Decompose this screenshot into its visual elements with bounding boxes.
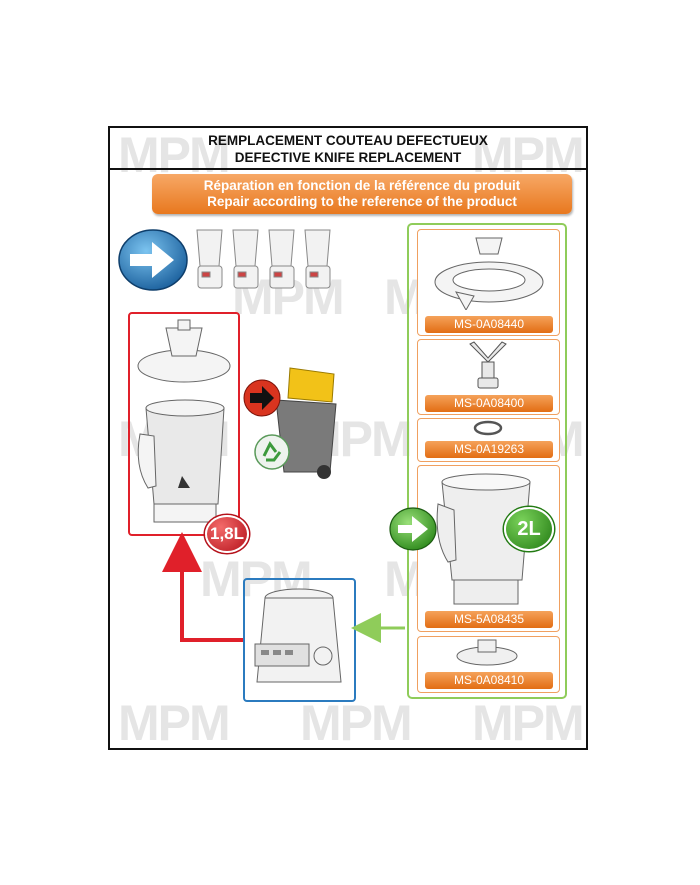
- watermark: MPM: [118, 695, 231, 751]
- coupler-illustration: [456, 639, 518, 666]
- watermark: MPM: [300, 695, 413, 751]
- watermark: MPM: [472, 127, 585, 183]
- part-ref-seal: MS-0A19263: [425, 441, 553, 458]
- instruction-banner: Réparation en fonction de la référence d…: [152, 174, 572, 214]
- banner-english: Repair according to the reference of the…: [207, 194, 517, 209]
- knife-illustration: [469, 341, 507, 389]
- blue-arrow-icon: [118, 229, 188, 291]
- part-ref-jug: MS-5A08435: [425, 611, 553, 628]
- part-ref-coupler: MS-0A08410: [425, 672, 553, 689]
- old-jug-illustration: [137, 319, 231, 523]
- green-arrow-icon: [389, 507, 437, 551]
- page-title: REMPLACEMENT COUTEAU DEFECTUEUX DEFECTIV…: [110, 128, 586, 170]
- title-english: DEFECTIVE KNIFE REPLACEMENT: [234, 150, 462, 165]
- motor-base-illustration: [254, 588, 342, 683]
- lid-illustration: [434, 237, 544, 310]
- watermark: MPM: [118, 127, 231, 183]
- part-ref-knife: MS-0A08400: [425, 395, 553, 412]
- trash-bin-icon: [243, 367, 337, 479]
- new-parts-box: [407, 223, 567, 699]
- part-ref-lid: MS-0A08440: [425, 316, 553, 333]
- blender-models-icon: [196, 229, 331, 289]
- capacity-badge-1-8l: 1,8L: [205, 515, 249, 553]
- arrow-base-to-old-jug: [162, 532, 243, 642]
- watermark: MPM: [472, 695, 585, 751]
- capacity-badge-2l: 2L: [504, 507, 554, 551]
- title-french: REMPLACEMENT COUTEAU DEFECTUEUX: [208, 133, 488, 148]
- new-jug-illustration: [436, 473, 531, 605]
- seal-ring-illustration: [473, 420, 503, 436]
- banner-french: Réparation en fonction de la référence d…: [203, 178, 521, 193]
